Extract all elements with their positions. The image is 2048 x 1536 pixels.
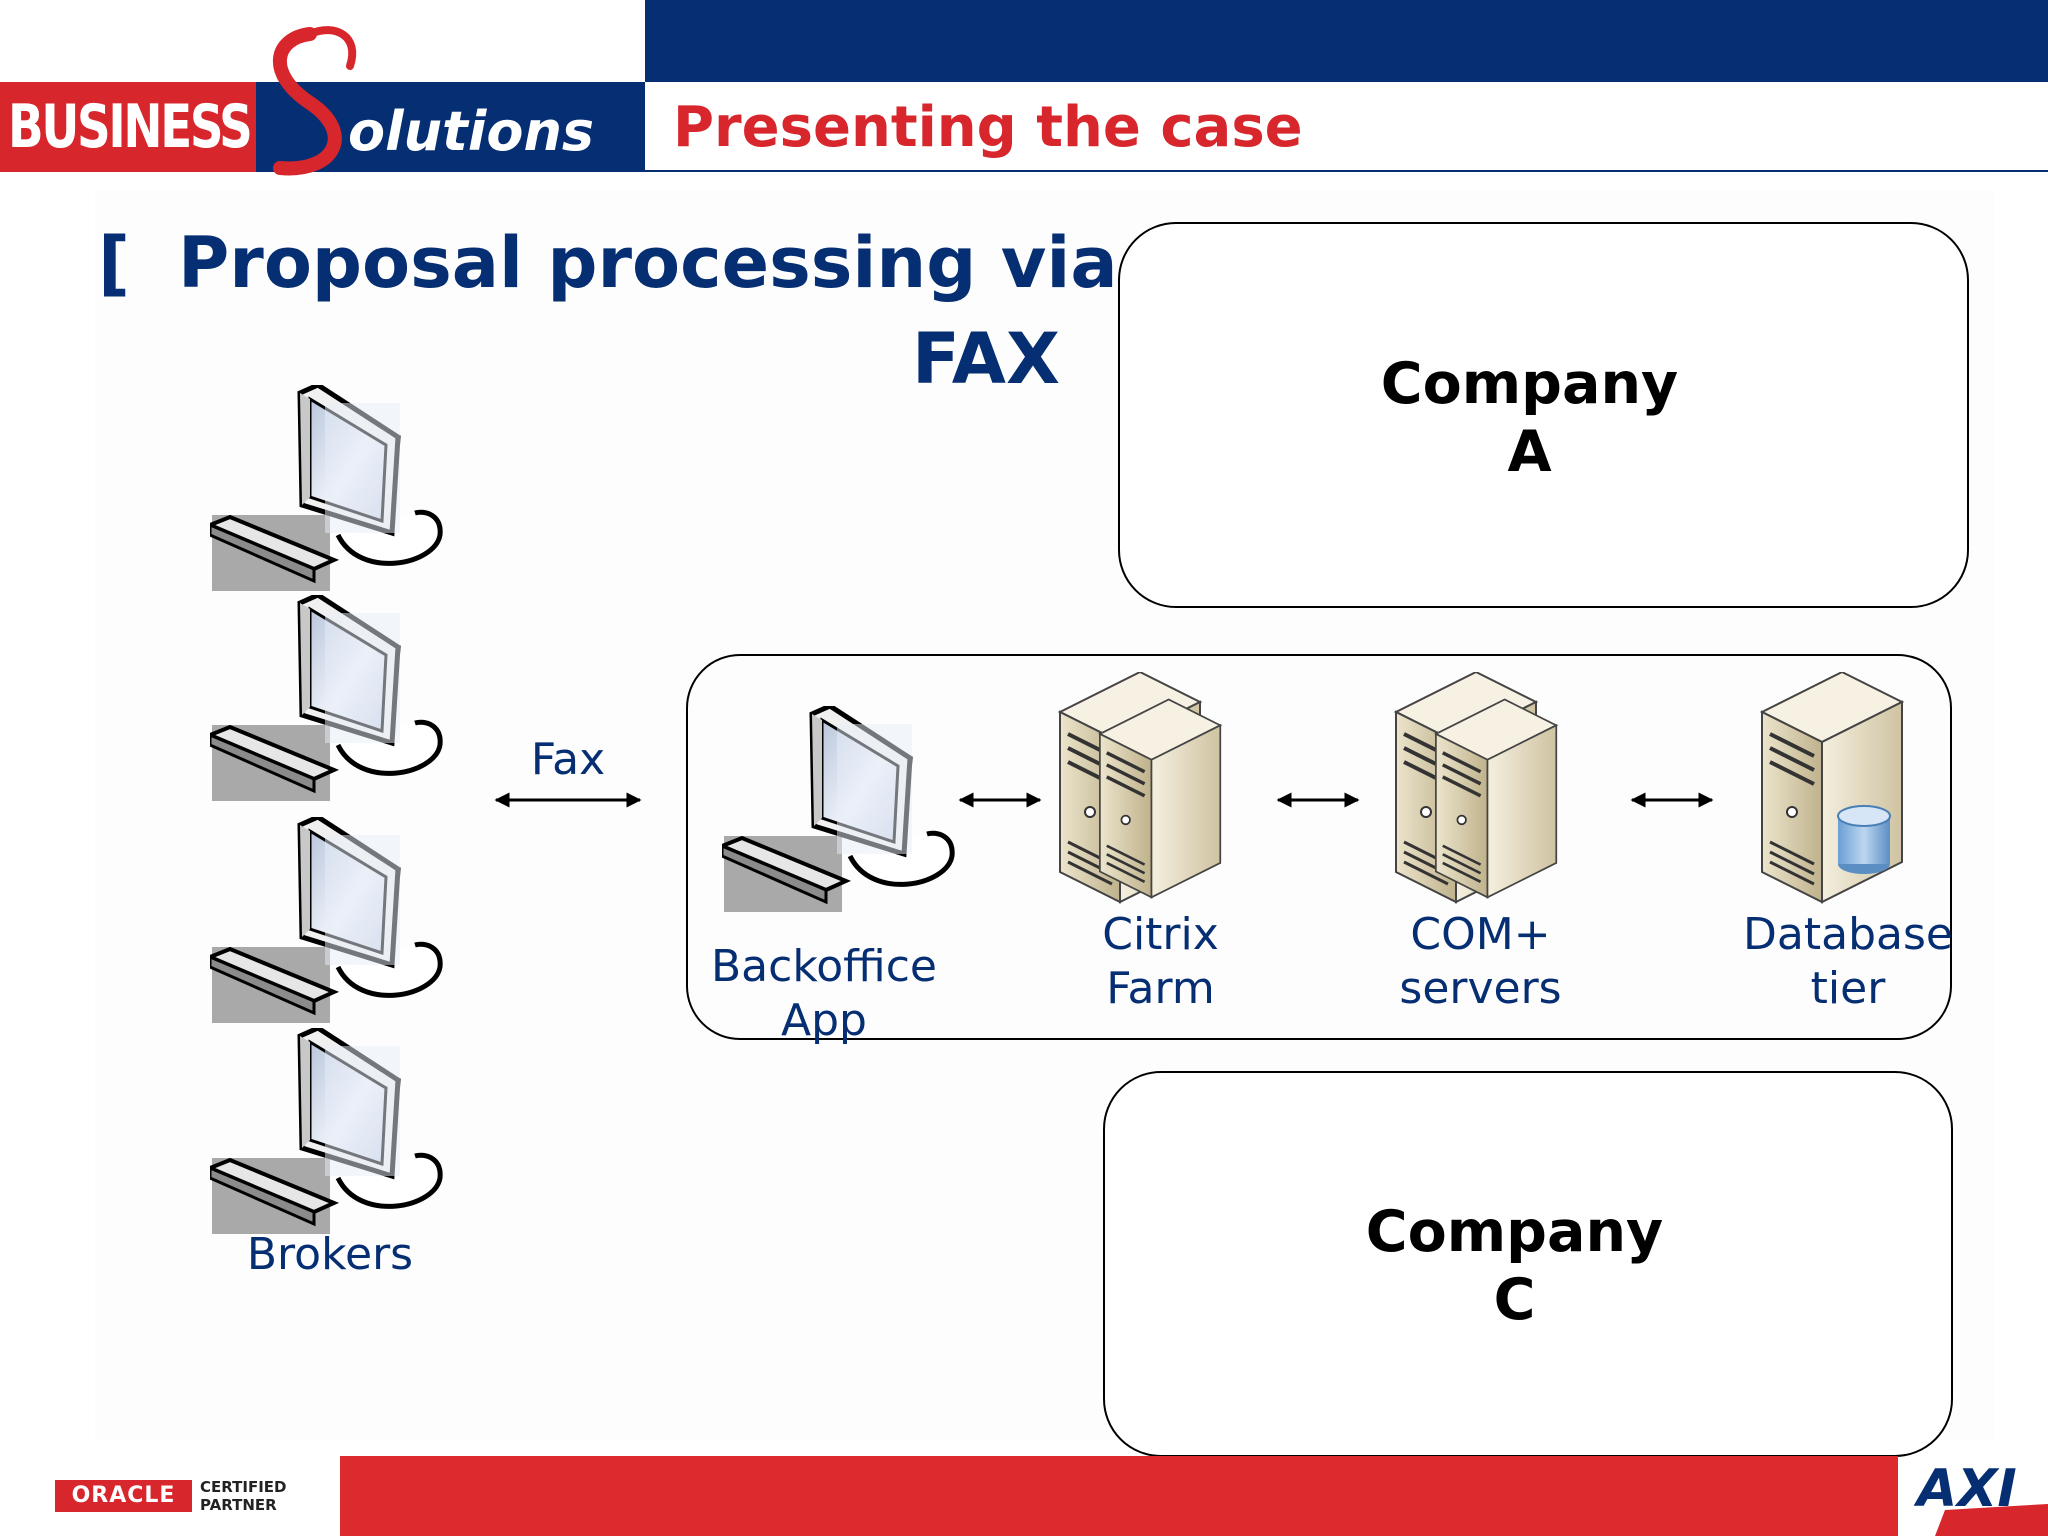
citrix-label-line2: Farm: [1106, 963, 1215, 1014]
complus-server-icon: [1394, 672, 1559, 904]
complus-label-line1: COM+: [1410, 909, 1551, 960]
slide-title-line1: Proposal processing via: [178, 222, 1118, 304]
logo-business-block: [0, 82, 256, 172]
complus-servers-label: COM+ servers: [1368, 908, 1593, 1016]
footer-red-bar: [340, 1456, 1898, 1536]
company-c-box: [1103, 1071, 1953, 1457]
logo-solutions-text: olutions: [348, 100, 595, 163]
backoffice-system-box: [686, 654, 1952, 1040]
axi-logo-text: AXI: [1913, 1459, 2017, 1519]
company-a-label: Company A: [1118, 350, 1941, 486]
database-label-line2: tier: [1810, 963, 1886, 1014]
header-top-band: [645, 0, 2048, 82]
citrix-complus-arrow: [1276, 792, 1360, 808]
broker-computer-icon: [210, 385, 450, 600]
complus-database-arrow: [1630, 792, 1714, 808]
database-label-line1: Database: [1743, 909, 1953, 960]
logo-business-text: BUSINESS: [8, 92, 253, 162]
backoffice-computer-icon: [722, 706, 962, 921]
backoffice-label-line2: App: [781, 995, 867, 1046]
database-server-icon: [1760, 672, 1904, 904]
oracle-logo: ORACLE: [55, 1480, 192, 1512]
company-a-box: [1118, 222, 1969, 608]
company-a-line1: Company: [1380, 351, 1679, 417]
broker-computer-icon: [210, 817, 450, 1032]
citrix-farm-label: Citrix Farm: [1058, 908, 1263, 1016]
header-rule: [645, 170, 2048, 172]
backoffice-app-label: Backoffice App: [694, 940, 954, 1048]
header-title: Presenting the case: [673, 95, 1303, 160]
slide-title-line2: FAX: [912, 318, 1060, 400]
fax-label: Fax: [530, 734, 606, 785]
axi-logo: AXI: [1913, 1459, 2048, 1536]
company-c-line1: Company: [1365, 1199, 1664, 1265]
brokers-label: Brokers: [246, 1229, 414, 1280]
company-c-line2: C: [1493, 1267, 1536, 1333]
broker-computer-icon: [210, 1028, 450, 1243]
oracle-certified-partner-text: CERTIFIED PARTNER: [200, 1478, 286, 1514]
backoffice-citrix-arrow: [958, 792, 1042, 808]
complus-label-line2: servers: [1399, 963, 1562, 1014]
broker-computer-icon: [210, 595, 450, 810]
oracle-cert-line2: PARTNER: [200, 1496, 277, 1514]
oracle-cert-line1: CERTIFIED: [200, 1478, 287, 1496]
company-a-line2: A: [1507, 419, 1552, 485]
backoffice-label-line1: Backoffice: [711, 941, 937, 992]
citrix-label-line1: Citrix: [1102, 909, 1219, 960]
logo-s-swoosh-icon: [273, 26, 357, 176]
citrix-server-icon: [1058, 672, 1223, 904]
title-bullet: [: [98, 222, 130, 304]
database-tier-label: Database tier: [1728, 908, 1968, 1016]
company-c-label: Company C: [1103, 1198, 1926, 1334]
fax-arrow: [494, 792, 642, 808]
